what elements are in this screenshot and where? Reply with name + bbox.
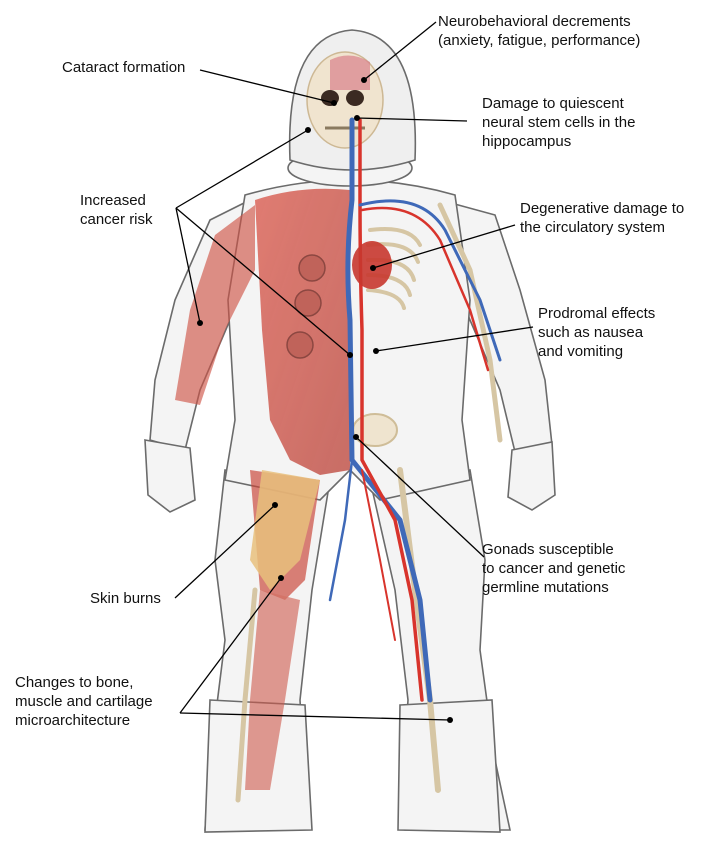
- label-skin-burns: Skin burns: [90, 589, 161, 608]
- suit-right-glove: [508, 442, 555, 510]
- skull: [307, 52, 383, 148]
- label-neurobehavioral-decrements: Neurobehavioral decrements (anxiety, fat…: [438, 12, 640, 50]
- label-increased-cancer-risk: Increased cancer risk: [80, 191, 153, 229]
- heart: [352, 241, 392, 289]
- label-cataract-formation: Cataract formation: [62, 58, 185, 77]
- label-neural-stem-cells: Damage to quiescent neural stem cells in…: [482, 94, 635, 151]
- label-prodromal-effects: Prodromal effects such as nausea and vom…: [538, 304, 655, 361]
- suit-left-glove: [145, 440, 195, 512]
- label-bone-muscle-cartilage: Changes to bone, muscle and cartilage mi…: [15, 673, 153, 730]
- label-gonads: Gonads susceptible to cancer and genetic…: [482, 540, 625, 597]
- label-circulatory-damage: Degenerative damage to the circulatory s…: [520, 199, 684, 237]
